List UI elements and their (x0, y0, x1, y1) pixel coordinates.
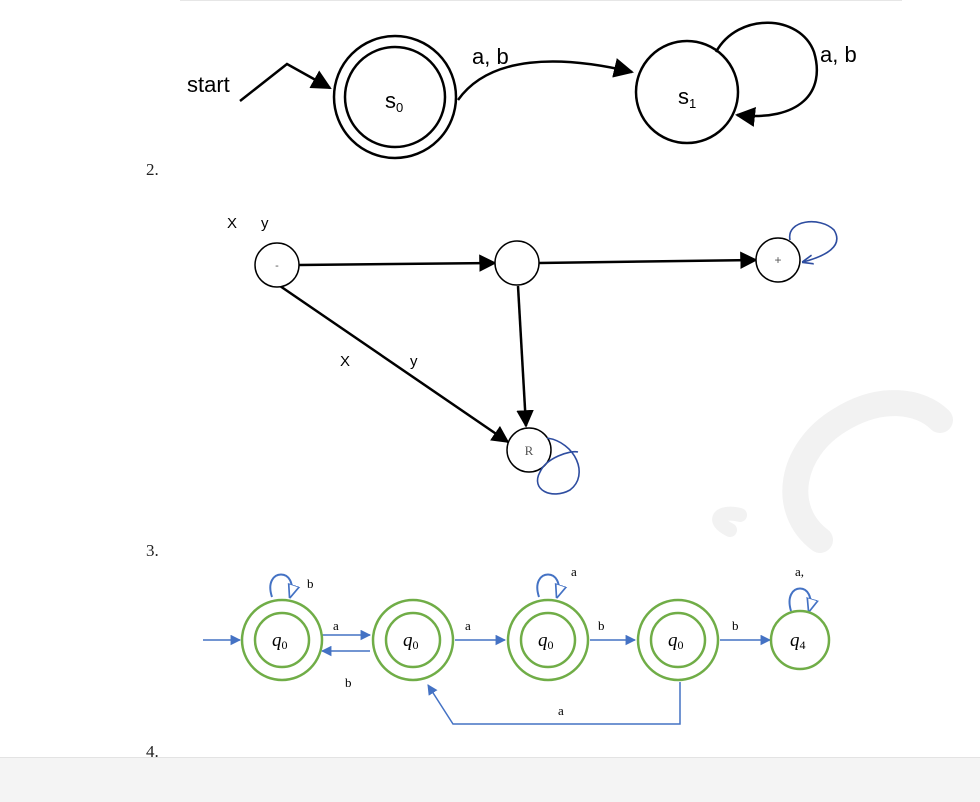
state-s1[interactable]: s1 (634, 39, 740, 145)
state-q4-label: q (790, 630, 800, 651)
edge-start-middle (298, 254, 497, 272)
self-loop-final (789, 221, 838, 262)
state-q0-d-label: q (668, 630, 678, 651)
state-q0-b-label: q (403, 630, 413, 651)
state-q0-a-label: q (272, 630, 282, 651)
state-q0-a[interactable]: q0 (240, 598, 324, 682)
edge-label-4: a (571, 564, 577, 579)
edge-start-reject (279, 284, 510, 444)
start-arrow (239, 62, 332, 102)
diagram-3: b a b a a b b a, a q0 q0 q0 q0 q4 (203, 564, 831, 725)
state-final-label: + (774, 253, 781, 267)
bottom-toolbar (0, 757, 980, 802)
state-q0-c-label: q (538, 630, 548, 651)
svg-text:q0: q0 (668, 630, 684, 652)
svg-text:q0: q0 (403, 630, 419, 652)
svg-text:q0: q0 (272, 630, 288, 652)
item-number-2: 2. (146, 160, 159, 179)
edge-label-7: a, (795, 564, 804, 579)
state-reject-label: R (525, 443, 534, 458)
svg-text:s1: s1 (678, 84, 696, 111)
state-q0-a-sub: 0 (282, 638, 288, 652)
svg-text:q4: q4 (790, 630, 806, 652)
state-q0-d-sub: 0 (678, 638, 684, 652)
state-start-label: - (275, 260, 279, 272)
state-start[interactable]: - (254, 242, 300, 288)
item-number-3: 3. (146, 541, 159, 560)
start-label: start (187, 72, 230, 97)
label-y-top: y (261, 215, 269, 232)
state-s0-label: s (385, 88, 396, 113)
edge-middle-final (538, 251, 758, 269)
edge-label-0: b (307, 576, 314, 591)
diagram-1: start s0 a, b s1 a, b (187, 21, 857, 160)
state-q4[interactable]: q4 (769, 609, 831, 671)
state-s0-subscript: 0 (396, 100, 403, 115)
edge-label-6: b (732, 618, 739, 633)
edge-s0-s1-label: a, b (472, 44, 509, 69)
top-divider (180, 0, 902, 1)
edge-label-1: a (333, 618, 339, 633)
edge-label-2: b (345, 675, 352, 690)
edge-label-5: b (598, 618, 605, 633)
label-x-top: X (227, 215, 237, 232)
self-loop-q2 (536, 573, 558, 598)
state-q0-b-sub: 0 (413, 638, 419, 652)
self-loop-s1 (714, 21, 819, 127)
edge-middle-reject (516, 285, 534, 428)
state-s1-subscript: 1 (689, 96, 696, 111)
label-y-diag: y (410, 353, 418, 370)
state-q4-sub: 4 (800, 638, 806, 652)
item-number-4: 4. (146, 742, 159, 761)
self-loop-reject (536, 437, 580, 495)
state-q0-c[interactable]: q0 (506, 598, 590, 682)
edge-s0-s1 (456, 58, 634, 101)
state-final[interactable]: + (755, 237, 801, 283)
state-middle[interactable] (494, 240, 540, 286)
edge-label-8: a (558, 703, 564, 718)
svg-text:q0: q0 (538, 630, 554, 652)
state-s1-label: s (678, 84, 689, 109)
state-reject[interactable]: R (506, 427, 552, 473)
state-q0-c-sub: 0 (548, 638, 554, 652)
label-x-diag: X (340, 353, 350, 370)
watermark (712, 390, 953, 553)
state-q0-d[interactable]: q0 (636, 598, 720, 682)
diagram-2: X y - + X y R (227, 215, 838, 495)
self-loop-q0 (269, 573, 291, 598)
self-loop-q4 (788, 587, 811, 612)
self-loop-s1-label: a, b (820, 42, 857, 67)
state-s0[interactable]: s0 (332, 34, 458, 160)
edge-label-3: a (465, 618, 471, 633)
state-q0-b[interactable]: q0 (371, 598, 455, 682)
edge-q3-q1 (427, 682, 681, 725)
svg-text:s0: s0 (385, 88, 403, 115)
